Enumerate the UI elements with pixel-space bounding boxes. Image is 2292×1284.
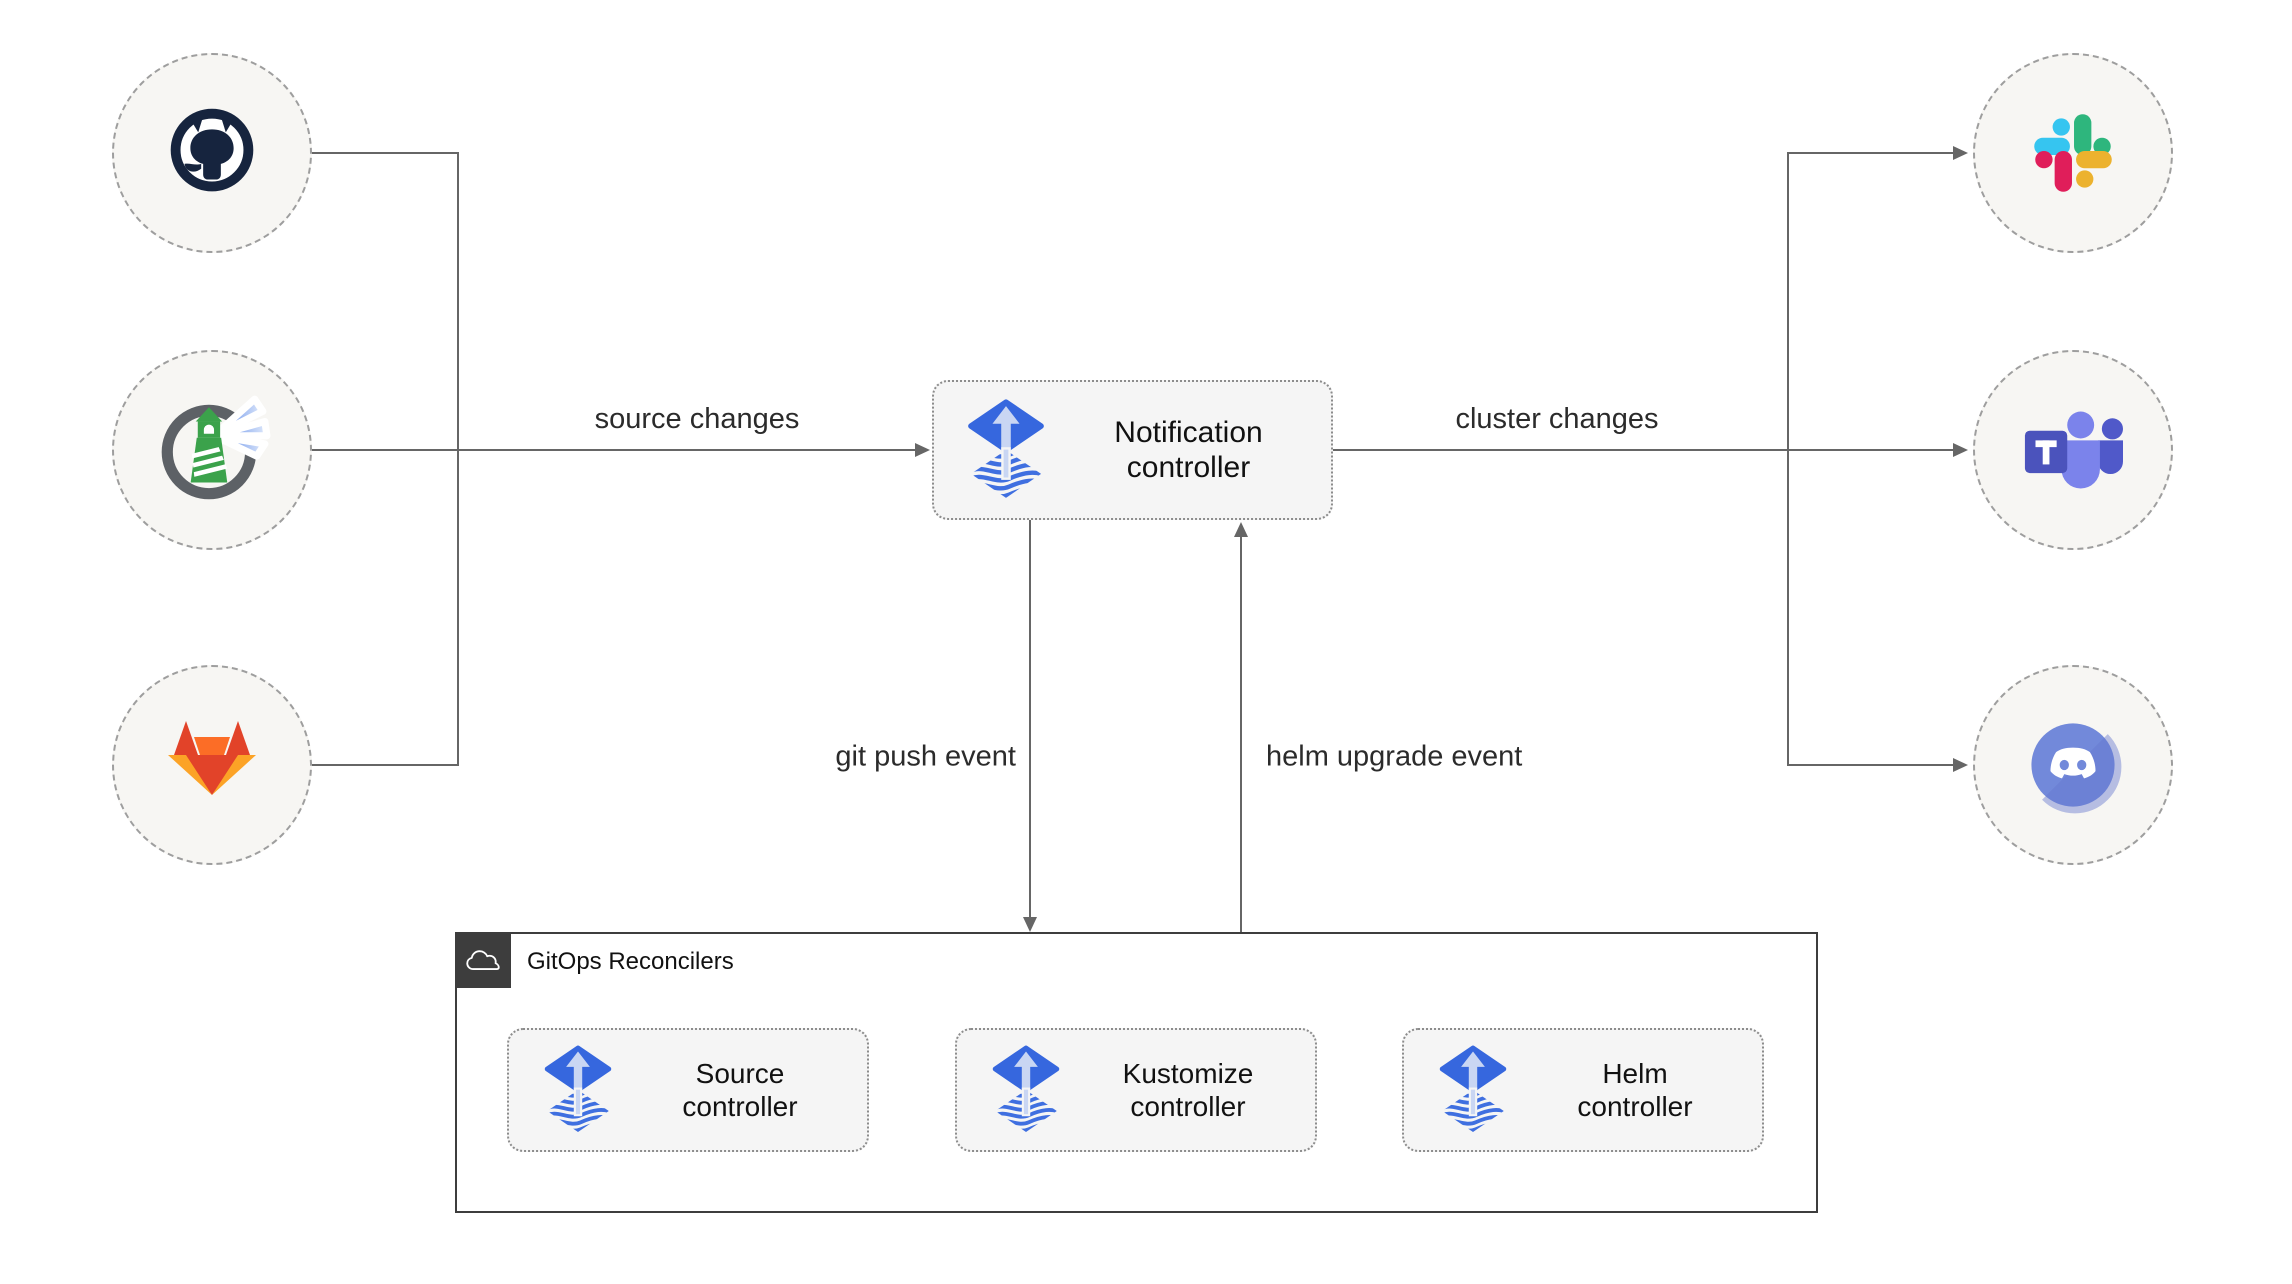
discord-icon — [2015, 707, 2131, 823]
node-notification-controller: Notification controller — [932, 380, 1333, 520]
arrowhead-into-slack — [1953, 146, 1968, 160]
node-microsoft-teams — [1973, 350, 2173, 550]
group-header — [455, 932, 511, 988]
edge-cluster-changes-line — [1333, 449, 1789, 451]
edge-helm-upgrade-line — [1240, 537, 1242, 932]
edge-github-stub — [312, 152, 458, 154]
microsoft-teams-icon — [2013, 400, 2133, 500]
arrowhead-into-discord — [1953, 758, 1968, 772]
edge-gitlab-stub — [312, 764, 458, 766]
flux-icon — [1438, 1045, 1508, 1135]
github-icon — [153, 94, 271, 212]
flux-icon — [966, 399, 1046, 501]
arrowhead-into-reconcilers — [1023, 917, 1037, 932]
edge-slack-stub — [1789, 152, 1953, 154]
edge-label-git-push-event: git push event — [835, 740, 1016, 773]
edge-label-cluster-changes: cluster changes — [1455, 403, 1659, 435]
node-source-controller: Source controller — [507, 1028, 869, 1152]
node-gitlab — [112, 665, 312, 865]
node-discord — [1973, 665, 2173, 865]
edge-harbor-stub — [312, 449, 458, 451]
edge-label-helm-upgrade-event: helm upgrade event — [1266, 740, 1523, 773]
flux-icon — [991, 1045, 1061, 1135]
edge-git-push-line — [1029, 520, 1031, 918]
node-kustomize-controller: Kustomize controller — [955, 1028, 1317, 1152]
arrowhead-into-teams — [1953, 443, 1968, 457]
edge-teams-stub — [1789, 449, 1953, 451]
edge-label-source-changes: source changes — [594, 403, 800, 435]
flux-icon — [543, 1045, 613, 1135]
harbor-icon — [151, 389, 273, 511]
edge-left-junction — [457, 152, 459, 766]
node-harbor — [112, 350, 312, 550]
node-helm-controller: Helm controller — [1402, 1028, 1764, 1152]
arrowhead-into-notification-bottom — [1234, 522, 1248, 537]
group-title: GitOps Reconcilers — [527, 948, 734, 975]
helm-controller-label: Helm controller — [1577, 1057, 1693, 1122]
edge-source-changes-line — [457, 449, 915, 451]
node-github — [112, 53, 312, 253]
node-slack — [1973, 53, 2173, 253]
edge-right-junction — [1787, 152, 1789, 766]
cloud-icon — [463, 945, 503, 975]
gitlab-icon — [152, 705, 272, 825]
source-controller-label: Source controller — [682, 1057, 798, 1122]
edge-discord-stub — [1789, 764, 1953, 766]
arrowhead-into-notification — [915, 443, 930, 457]
kustomize-controller-label: Kustomize controller — [1122, 1057, 1254, 1122]
slack-icon — [2022, 102, 2124, 204]
notification-controller-label: Notification controller — [1114, 415, 1263, 484]
